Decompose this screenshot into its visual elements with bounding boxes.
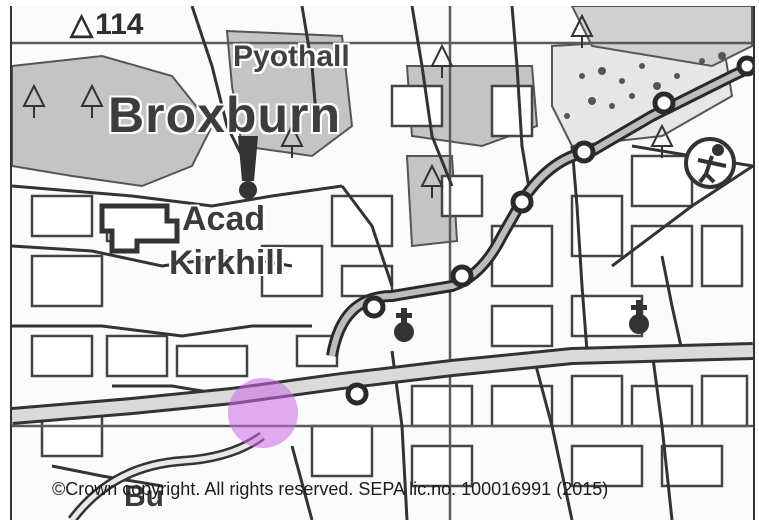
woodland-icon xyxy=(22,13,674,198)
main-road xyxy=(12,342,753,425)
minor-roads xyxy=(12,6,753,520)
sports-centre-icon xyxy=(684,137,736,189)
map-canvas[interactable]: △114 Pyothall Broxburn Acad Kirkhill Bu xyxy=(10,6,755,520)
place-label-pyothall: Pyothall xyxy=(233,40,350,73)
trig-point-icon: △ xyxy=(70,8,94,41)
wooded-areas xyxy=(12,6,753,248)
trig-point-label: △114 xyxy=(70,10,143,40)
grid-lines xyxy=(12,6,753,520)
place-label-broxburn: Broxburn xyxy=(108,87,341,143)
station-markers xyxy=(345,55,753,406)
location-highlight-icon[interactable] xyxy=(228,378,298,448)
railway-line xyxy=(326,60,753,358)
church-icon xyxy=(394,300,649,342)
trig-point-height: 114 xyxy=(95,8,144,41)
place-label-bu: Bu xyxy=(124,480,164,513)
dotted-area xyxy=(564,52,726,119)
curved-road-south-fill xyxy=(69,433,264,520)
place-label-acad: Acad xyxy=(182,200,266,238)
railway-station-icon xyxy=(238,136,258,199)
map-base-layer xyxy=(12,6,753,520)
academy-building xyxy=(99,203,180,254)
copyright-notice: ©Crown copyright. All rights reserved. S… xyxy=(52,479,609,499)
place-label-kirkhill: Kirkhill xyxy=(169,244,285,282)
